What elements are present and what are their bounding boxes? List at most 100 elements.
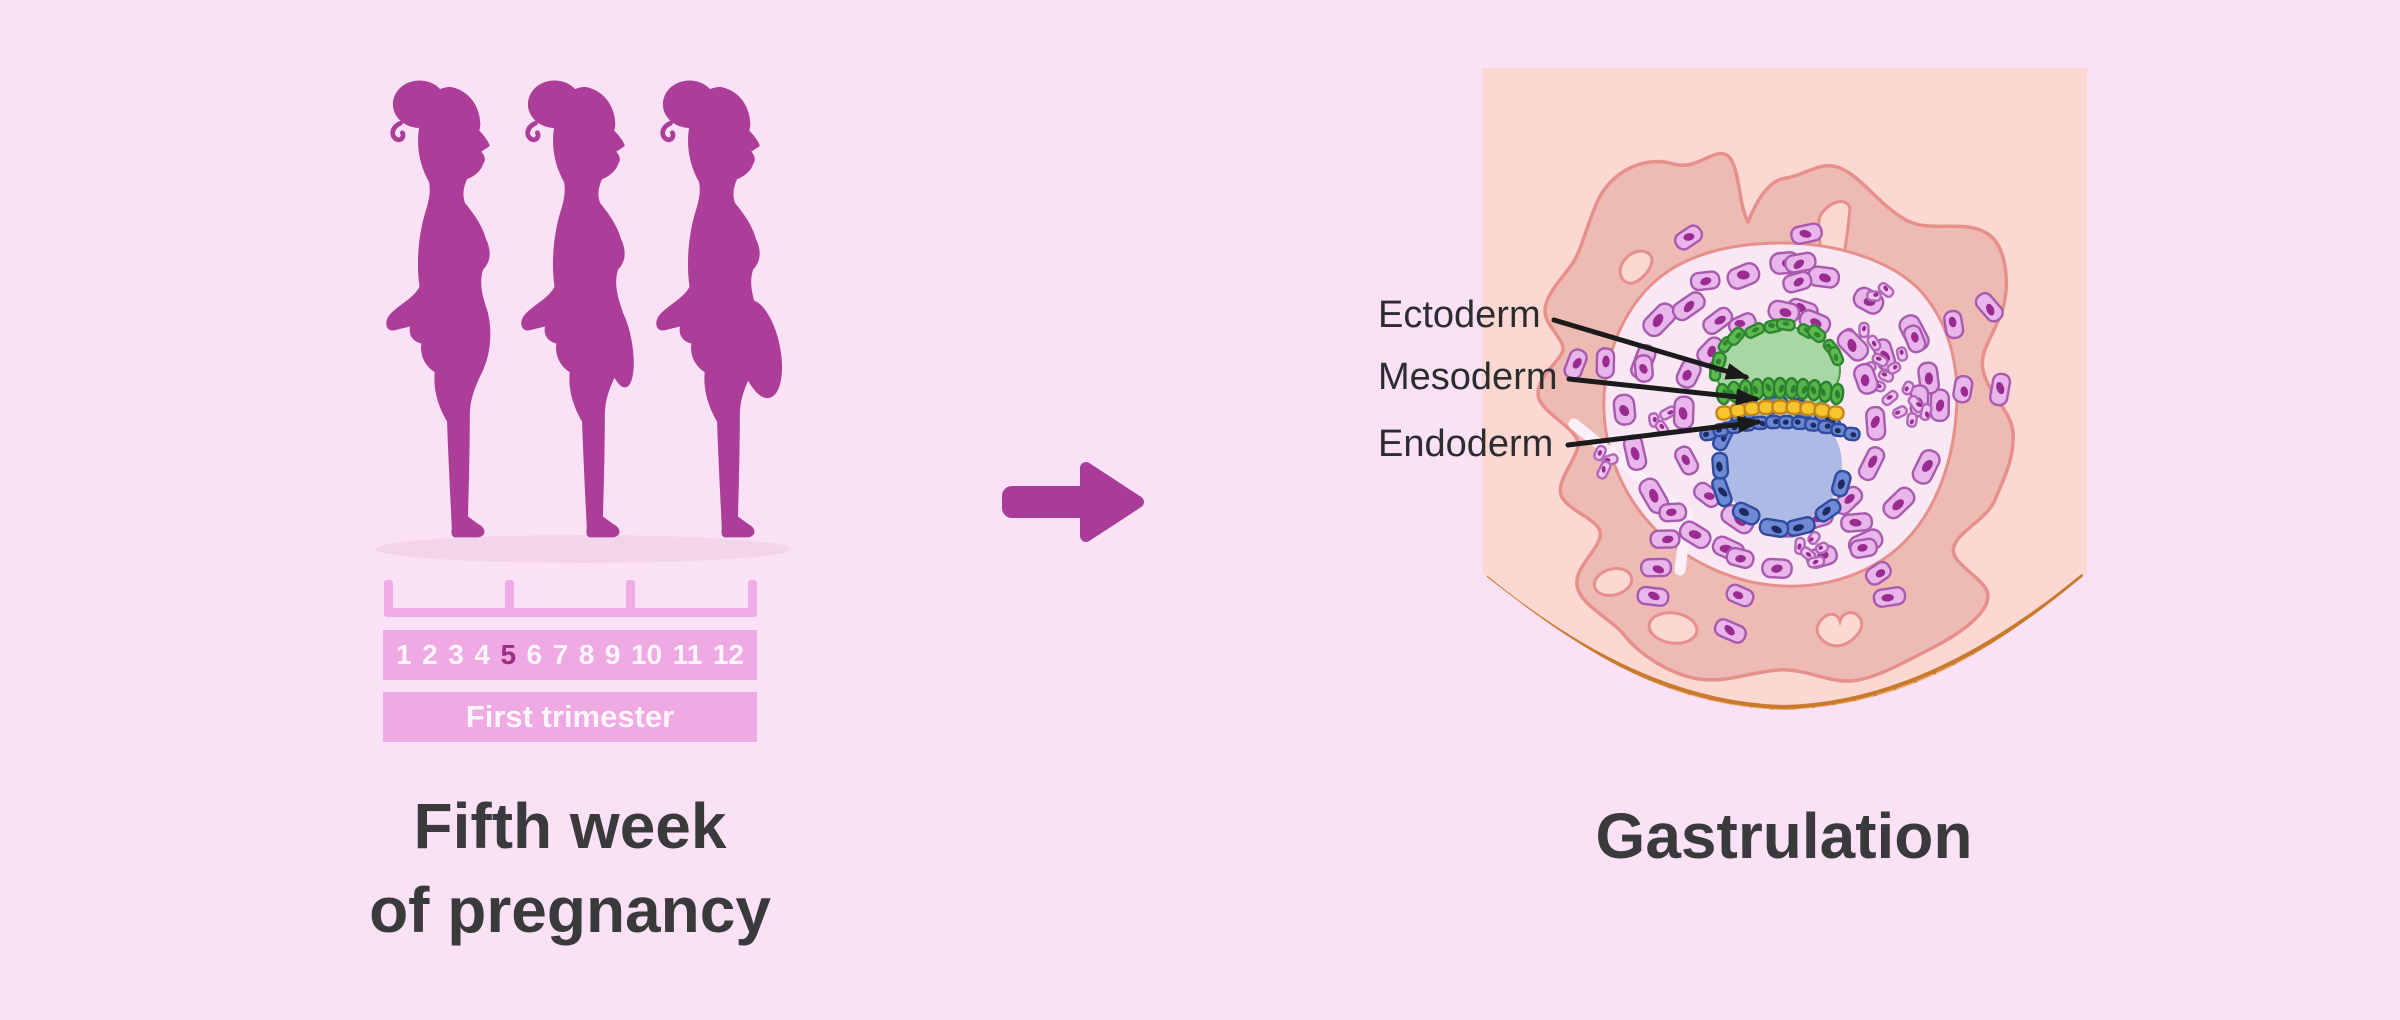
cell xyxy=(1633,354,1654,383)
week-number-5-highlighted: 5 xyxy=(500,639,517,670)
cell xyxy=(1673,224,1704,251)
cell xyxy=(1871,352,1889,368)
cell xyxy=(1711,535,1746,563)
cell xyxy=(1725,583,1755,608)
cell xyxy=(1782,270,1813,294)
cell xyxy=(1726,262,1761,290)
week-number-7: 7 xyxy=(552,639,569,670)
cell xyxy=(1818,380,1833,403)
endoderm-layer xyxy=(1699,414,1861,442)
decidua-lacunae xyxy=(1592,200,1864,648)
cell xyxy=(1790,222,1823,245)
cell xyxy=(1803,417,1822,432)
cell xyxy=(1622,434,1648,472)
cell xyxy=(1744,322,1766,339)
cell xyxy=(1725,546,1755,569)
cell xyxy=(1671,291,1706,322)
cell xyxy=(1901,380,1915,396)
week-number-1: 1 xyxy=(396,639,412,670)
cell xyxy=(1593,444,1607,462)
stage-title-line1: Fifth week xyxy=(413,790,727,862)
cell xyxy=(1612,393,1637,426)
cell xyxy=(1711,451,1730,480)
cell xyxy=(1775,317,1796,332)
belly-week-2 xyxy=(602,300,634,388)
trimester-label: First trimester xyxy=(465,699,675,734)
cell xyxy=(1784,251,1817,274)
cell xyxy=(1877,281,1895,299)
cell xyxy=(1817,419,1835,435)
cell xyxy=(1882,486,1916,520)
cell xyxy=(1726,326,1746,347)
week-number-3: 3 xyxy=(448,639,464,670)
cell xyxy=(1989,372,2012,407)
cell xyxy=(1702,306,1734,336)
week-number-11: 11 xyxy=(672,639,703,670)
woman-silhouette-1 xyxy=(386,80,490,537)
women-silhouettes xyxy=(375,80,791,563)
ectoderm-arrow xyxy=(1551,317,1750,380)
week-number-10: 10 xyxy=(630,639,663,670)
mesoderm-arrow xyxy=(1566,376,1760,406)
cell xyxy=(1814,541,1830,555)
cell xyxy=(1674,445,1700,476)
cell xyxy=(1857,446,1886,482)
cell xyxy=(1807,265,1841,289)
cell xyxy=(1974,292,2004,323)
stage-title-gastrulation: Gastrulation xyxy=(1595,800,1973,872)
cell xyxy=(1952,374,1974,404)
stage-title-fifth-week: Fifth week of pregnancy xyxy=(170,784,970,952)
week-number-2: 2 xyxy=(422,639,438,670)
stage-title-line2: of pregnancy xyxy=(369,874,771,946)
trimester-band: First trimester xyxy=(383,692,757,742)
week-number-6: 6 xyxy=(526,639,543,670)
weeks-band: 1 2 3 4 5 6 7 8 9 10 11 12 xyxy=(383,630,757,680)
cell xyxy=(1771,399,1789,415)
week-number-9: 9 xyxy=(604,639,621,670)
belly-week-3 xyxy=(735,299,783,399)
cell xyxy=(1865,405,1887,441)
cell xyxy=(1866,334,1882,352)
cell xyxy=(1713,618,1747,644)
gastrulation-embryo-diagram xyxy=(1482,68,2087,710)
cell xyxy=(1849,537,1879,559)
cell xyxy=(1758,517,1790,539)
cell xyxy=(1919,402,1933,422)
stage-arrow-icon xyxy=(1002,462,1144,542)
mesoderm-layer xyxy=(1715,399,1845,421)
cell xyxy=(1929,388,1951,423)
cell xyxy=(1658,502,1688,523)
cell xyxy=(1678,520,1712,550)
cell xyxy=(1807,530,1821,546)
cell xyxy=(1649,529,1681,549)
cell xyxy=(1843,426,1861,442)
cell xyxy=(1772,376,1788,400)
cell xyxy=(1596,460,1612,480)
cell xyxy=(1827,346,1845,367)
cell xyxy=(1886,361,1902,375)
cell xyxy=(1906,412,1918,428)
yolk-sac xyxy=(1722,405,1842,525)
cell xyxy=(1640,557,1673,578)
cell xyxy=(1731,501,1761,526)
cell xyxy=(1806,555,1826,569)
label-endoderm: Endoderm xyxy=(1378,423,1554,465)
cell xyxy=(1806,324,1827,344)
cell xyxy=(1895,346,1909,362)
cell xyxy=(1853,362,1879,395)
cell xyxy=(1836,328,1870,362)
floor-shadow xyxy=(375,535,791,563)
cell xyxy=(1864,560,1892,586)
cell xyxy=(1902,324,1927,354)
weeks-ruler-bracket xyxy=(384,580,757,617)
cell xyxy=(1827,405,1845,421)
week-number-4: 4 xyxy=(474,639,490,670)
cell xyxy=(1943,309,1965,340)
cell xyxy=(1595,347,1616,380)
cell xyxy=(1638,477,1670,515)
cell xyxy=(1840,512,1874,533)
cell xyxy=(1672,395,1695,430)
cell xyxy=(1829,382,1845,406)
